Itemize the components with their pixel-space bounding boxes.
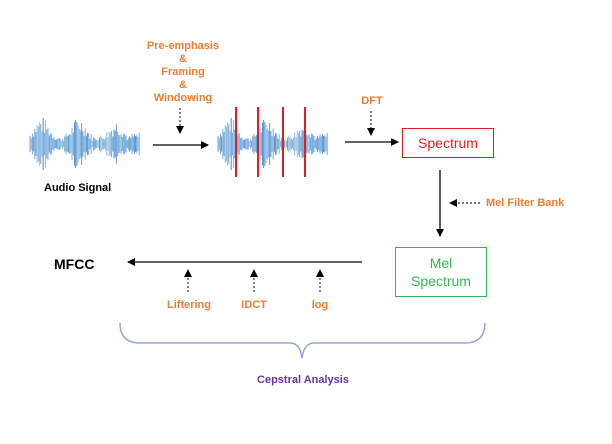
- idct-label: IDCT: [241, 299, 267, 311]
- spectrum-box-label: Spectrum: [418, 135, 478, 151]
- ampersand-label: &: [179, 79, 187, 91]
- preprocessing-label: Pre-emphasis & Framing & Windowing: [138, 40, 228, 105]
- mel-spectrum-box: Mel Spectrum: [395, 247, 487, 297]
- mfcc-label: MFCC: [54, 256, 95, 272]
- spectrum-box: Spectrum: [402, 128, 494, 158]
- log-label: log: [311, 299, 329, 311]
- cepstral-brace: [119, 322, 486, 359]
- cepstral-analysis-label: Cepstral Analysis: [257, 374, 349, 386]
- liftering-label: Liftering: [167, 299, 211, 311]
- audio-waveform: [29, 118, 140, 170]
- ampersand-label: &: [179, 53, 187, 65]
- mel-spectrum-line2: Spectrum: [411, 273, 471, 289]
- mel-spectrum-line1: Mel: [429, 255, 453, 271]
- audio-signal-label: Audio Signal: [44, 182, 112, 194]
- framing-label: Framing: [161, 66, 205, 78]
- framed-waveform: [217, 118, 328, 170]
- preemphasis-label: Pre-emphasis: [146, 40, 220, 52]
- windowing-label: Windowing: [153, 92, 213, 104]
- mel-filter-bank-label: Mel Filter Bank: [486, 197, 565, 209]
- dft-label: DFT: [361, 95, 383, 107]
- frame-markers: [235, 107, 306, 177]
